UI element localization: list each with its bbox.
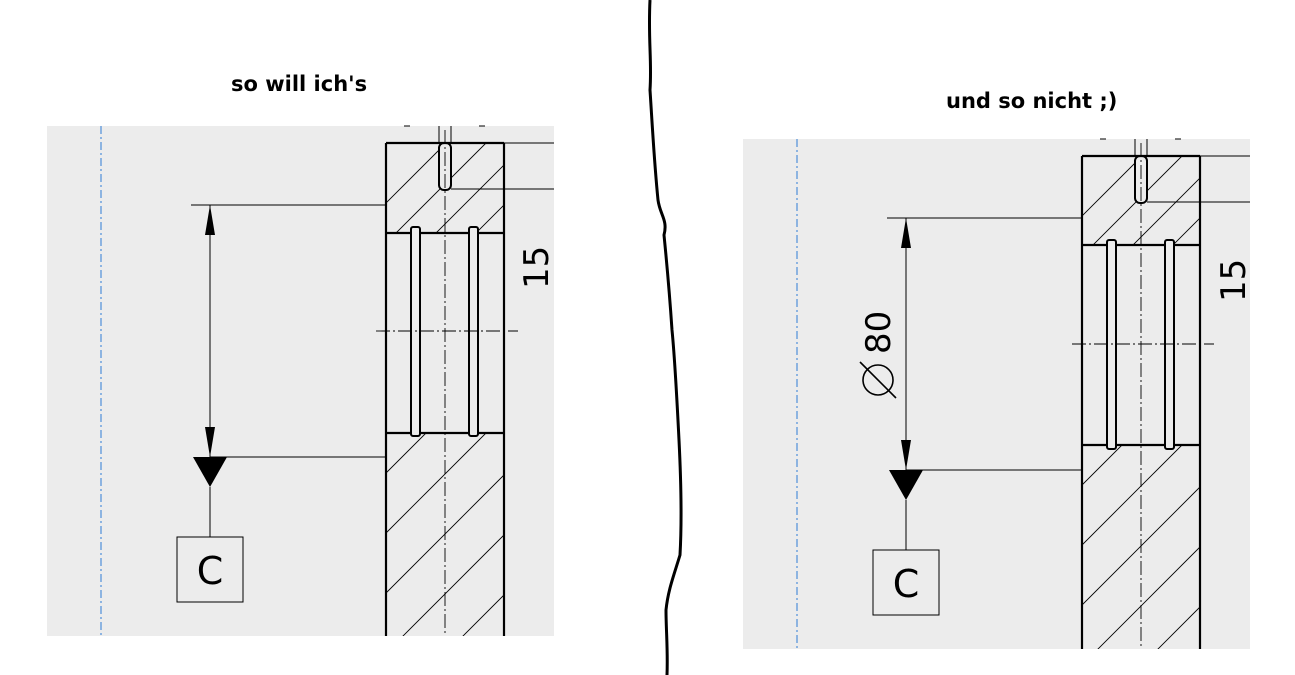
right-datum-letter: C (893, 562, 920, 606)
right-arrow-up (901, 218, 911, 248)
right-view: 15 80 C (743, 138, 1254, 649)
caption-right: und so nicht ;) (946, 89, 1118, 113)
right-arrow-down (901, 440, 911, 470)
break-line (647, 0, 683, 675)
left-datum-letter: C (197, 549, 224, 593)
left-groove (468, 226, 479, 437)
right-datum-triangle (889, 470, 923, 500)
left-view: 15 C (47, 125, 557, 636)
left-dimension-15: 15 (517, 246, 557, 289)
left-hatch-upper (386, 143, 504, 233)
right-groove (1164, 239, 1175, 450)
left-groove (410, 226, 421, 437)
left-arrow-up (205, 205, 215, 235)
left-arrow-down (205, 427, 215, 457)
caption-left: so will ich's (231, 72, 368, 96)
left-datum-box (176, 536, 244, 603)
right-groove (1106, 239, 1117, 450)
right-dimension-80: 80 (859, 311, 899, 354)
left-datum-triangle (193, 457, 227, 487)
right-datum-box (872, 549, 940, 616)
right-hatch-upper (1082, 156, 1200, 245)
right-dimension-15: 15 (1214, 259, 1254, 302)
right-dimension-diameter: 80 (859, 311, 899, 399)
diameter-symbol-icon (862, 364, 894, 396)
